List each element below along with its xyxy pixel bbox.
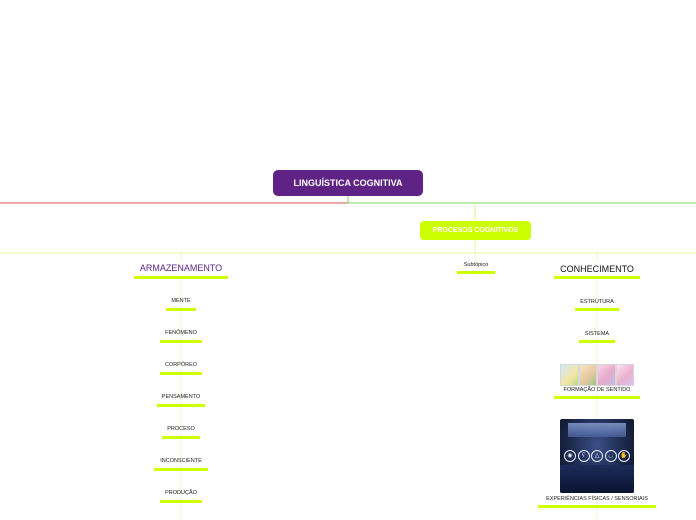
item-corporeo[interactable]: CORPÓREO <box>164 362 198 368</box>
item-fenomeno[interactable]: FENÔMENO <box>165 330 197 336</box>
armazenamento-underline <box>134 276 228 279</box>
item-inconsciente-underline <box>154 468 208 471</box>
item-mente[interactable]: MENTE <box>171 298 191 304</box>
root-topic-label: LINGUÍSTICA COGNITIVA <box>293 178 403 188</box>
main-topic-label: PROCESOS COGNITIVOS <box>432 227 519 234</box>
eye-icon: ◉ <box>564 450 576 462</box>
item-mente-underline <box>166 308 196 311</box>
item-experiencias-fisicas-underline <box>538 505 656 508</box>
item-inconsciente[interactable]: INCONSCIENTE <box>160 458 202 464</box>
item-formacao-de-sentido[interactable]: FORMAÇÃO DE SENTIDO <box>563 387 631 393</box>
conhecimento-underline <box>554 276 640 279</box>
item-sistema[interactable]: SISTEMA <box>584 331 610 337</box>
subtopico[interactable]: Subtópico <box>463 262 489 268</box>
mouth-icon: ◡ <box>604 450 617 462</box>
root-left-connector <box>0 196 349 204</box>
item-pensamento[interactable]: PENSAMENTO <box>161 394 201 400</box>
item-producao-underline <box>160 500 202 503</box>
subtopico-underline <box>457 271 495 274</box>
item-experiencias-fisicas[interactable]: EXPERIÊNCIAS FÍSICAS / SENSORIAIS <box>546 496 648 502</box>
hand-icon: ✋ <box>618 450 630 462</box>
main-topic[interactable]: PROCESOS COGNITIVOS <box>420 221 531 240</box>
item-sistema-underline <box>579 340 615 343</box>
ear-icon: ʕ <box>577 450 590 462</box>
item-producao[interactable]: PRODUÇÃO <box>165 490 197 496</box>
nose-icon: △ <box>591 450 603 462</box>
item-estrutura-underline <box>575 308 619 311</box>
item-proceso[interactable]: PROCESO <box>167 426 195 432</box>
experiencias-fisicas-image: ◉ ʕ △ ◡ ✋ <box>560 419 634 493</box>
item-estrutura[interactable]: ESTRUTURA <box>580 299 614 305</box>
root-topic[interactable]: LINGUÍSTICA COGNITIVA <box>273 170 423 196</box>
root-right-connector <box>347 196 696 204</box>
armazenamento-heading[interactable]: ARMAZENAMENTO <box>139 263 223 273</box>
item-pensamento-underline <box>157 404 205 407</box>
item-proceso-underline <box>162 436 200 439</box>
main-topic-spread <box>0 240 696 254</box>
item-fenomeno-underline <box>160 340 202 343</box>
item-formacao-de-sentido-underline <box>554 396 640 399</box>
item-corporeo-underline <box>160 372 202 375</box>
conhecimento-heading[interactable]: CONHECIMENTO <box>560 264 634 274</box>
formacao-de-sentido-image <box>560 364 634 386</box>
